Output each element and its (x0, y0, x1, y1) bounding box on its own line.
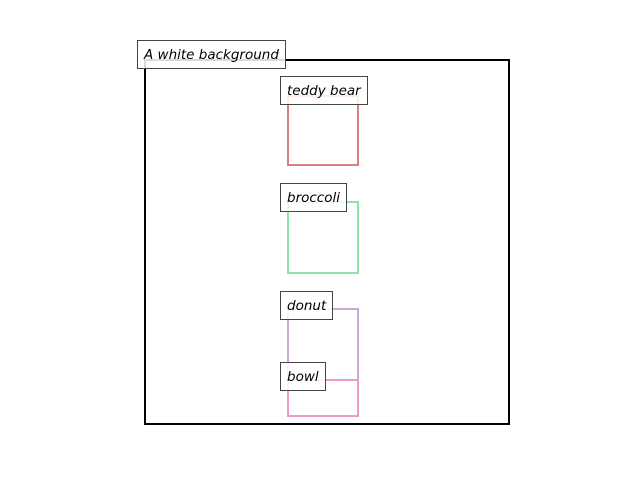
bowl-label: bowl (280, 362, 326, 391)
broccoli-label: broccoli (280, 183, 347, 212)
frame-label: A white background (137, 40, 286, 69)
teddy-bear-box (287, 95, 359, 166)
donut-label: donut (280, 291, 334, 320)
teddy-bear-label: teddy bear (280, 76, 368, 105)
canvas-frame (144, 59, 510, 425)
